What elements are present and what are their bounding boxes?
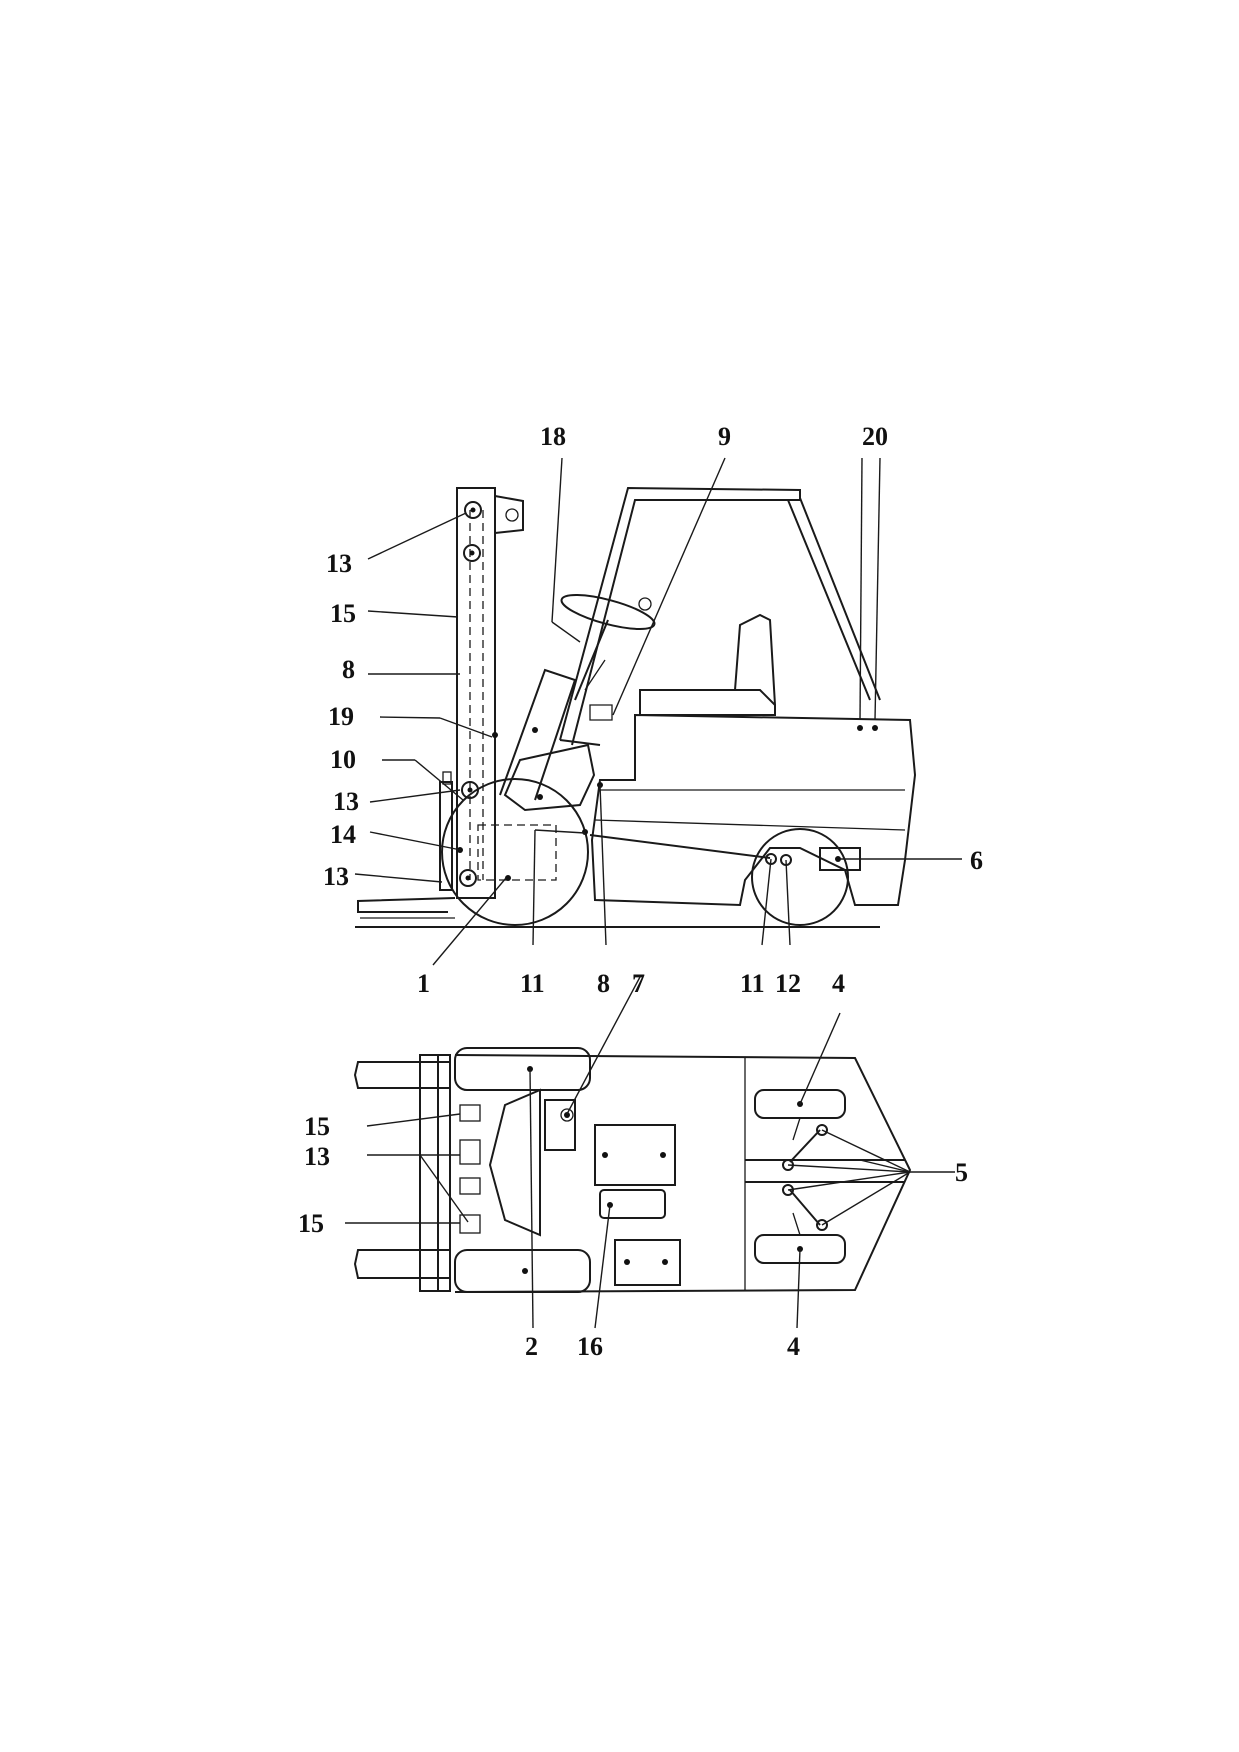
- callout-7: 7: [632, 969, 645, 998]
- mast-pulley-low: [459, 869, 477, 887]
- counterweight-body: [590, 713, 917, 907]
- callout-8-bottom: 8: [597, 969, 610, 998]
- steering-column: [499, 668, 577, 801]
- callout-11-front: 11: [520, 969, 545, 998]
- fork-upper: [357, 897, 456, 913]
- tilt-cylinder-housing: [503, 743, 596, 812]
- chain-pulley-mid: [459, 1139, 481, 1165]
- mast-pulley-upper: [463, 544, 481, 562]
- callout-12: 12: [775, 969, 801, 998]
- grease-cap: [442, 771, 452, 785]
- bracket-pin: [505, 508, 519, 522]
- callout-16: 16: [577, 1332, 603, 1361]
- callout-5: 5: [955, 1158, 968, 1187]
- control-lever: [584, 659, 613, 721]
- steering-cylinders: [789, 1129, 821, 1226]
- hydraulic-tank: [614, 1239, 681, 1286]
- side-view-drawing: [355, 486, 917, 928]
- fork-left-top: [353, 1061, 451, 1089]
- seat-cushion: [639, 689, 776, 716]
- top-view-drawing: [353, 1047, 912, 1293]
- steering-knob: [638, 597, 652, 611]
- callout-6: 6: [970, 846, 983, 875]
- callout-19: 19: [328, 702, 354, 731]
- callout-15: 15: [330, 599, 356, 628]
- callout-1: 1: [417, 969, 430, 998]
- tie-rods: [792, 1117, 801, 1236]
- chain-pulley-top: [459, 1104, 481, 1122]
- callout-4-top: 4: [832, 969, 845, 998]
- callout-10: 10: [330, 745, 356, 774]
- callout-9: 9: [718, 422, 731, 451]
- overhead-guard-rear: [787, 497, 881, 701]
- chain-pulley-low: [459, 1177, 481, 1195]
- mast-top-bracket: [494, 494, 524, 535]
- steering-wheel: [560, 594, 656, 630]
- callout-13-low: 13: [323, 862, 349, 891]
- callout-15-top-view-a: 15: [304, 1112, 330, 1141]
- brake-housing: [544, 1099, 576, 1151]
- callout-13-top-view: 13: [304, 1142, 330, 1171]
- battery-box: [594, 1124, 676, 1186]
- front-axle-hidden: [477, 824, 557, 881]
- front-tyre-left: [454, 1047, 591, 1091]
- fork-left-bottom: [353, 1249, 451, 1279]
- drive-unit: [488, 1088, 541, 1237]
- rear-wheel: [751, 828, 849, 926]
- front-wheel: [441, 778, 589, 926]
- chain-pulley-bottom: [459, 1214, 481, 1234]
- chassis-outline: [454, 1054, 912, 1293]
- carriage: [439, 781, 453, 891]
- callout-13-top: 13: [326, 549, 352, 578]
- callout-13-mid: 13: [333, 787, 359, 816]
- callout-20: 20: [862, 422, 888, 451]
- callout-4-bottom: 4: [787, 1332, 800, 1361]
- filter-box: [599, 1189, 666, 1219]
- carriage-plate: [419, 1054, 439, 1292]
- mast-pulley-top: [464, 501, 482, 519]
- callout-labels: 18 9 20 13 15 8 19 10 13 14 13 6 1 11 8 …: [298, 422, 983, 1361]
- tilt-rod-upper: [559, 739, 601, 746]
- callout-2: 2: [525, 1332, 538, 1361]
- steering-shaft: [574, 619, 609, 701]
- mast: [456, 487, 496, 899]
- body-seam-lower: [594, 819, 906, 831]
- callout-8-left: 8: [342, 655, 355, 684]
- callout-14: 14: [330, 820, 356, 849]
- callout-15-top-view-b: 15: [298, 1209, 324, 1238]
- mast-rail: [437, 1054, 451, 1292]
- drag-link: [589, 834, 771, 859]
- front-tyre-right: [454, 1249, 591, 1293]
- overhead-guard-front: [559, 486, 801, 746]
- callout-18: 18: [540, 422, 566, 451]
- callout-11-rear: 11: [740, 969, 765, 998]
- seat-back: [734, 613, 776, 706]
- leader-lines: [345, 457, 962, 1329]
